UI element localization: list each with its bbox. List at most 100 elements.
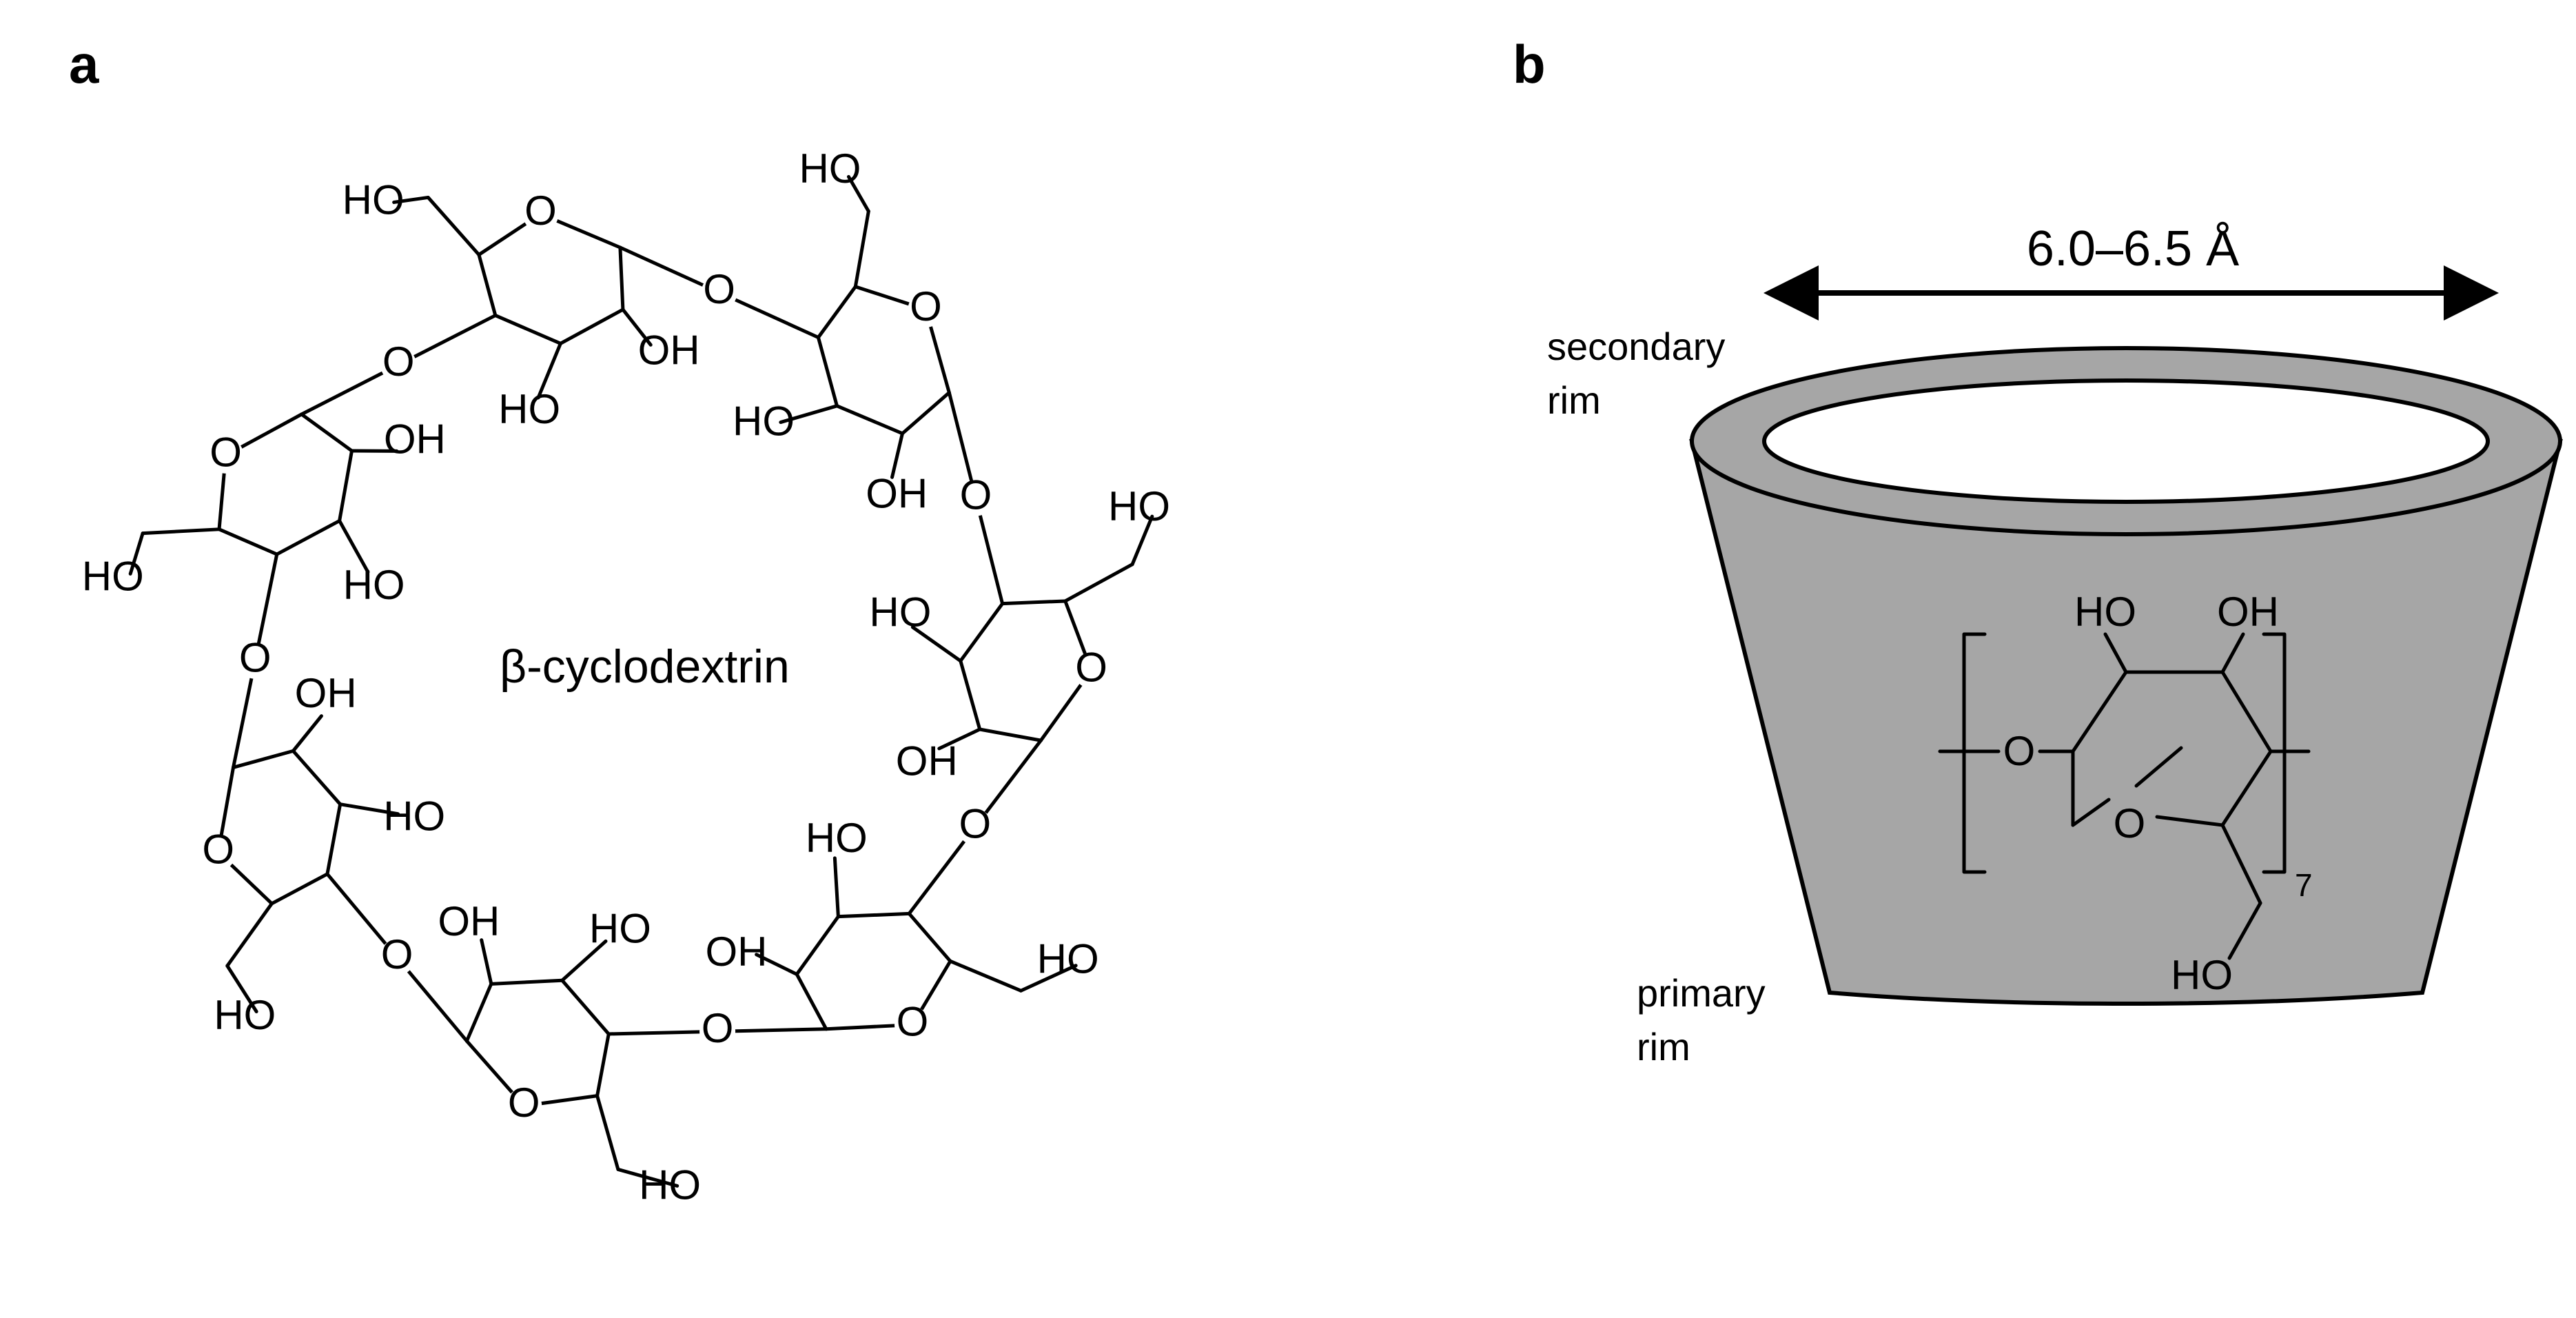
hydroxyl-label: HO — [639, 1162, 701, 1208]
ring-oxygen: O — [1075, 644, 1107, 690]
primary-rim-label-line2: rim — [1637, 1025, 1690, 1068]
substituent-bond — [338, 519, 370, 574]
substituent-bond — [480, 938, 493, 986]
glucose-repeat-unit: HO OH O O HO 7 — [1938, 589, 2313, 998]
atom-mask — [522, 196, 559, 232]
ring-bond-bold — [795, 915, 840, 976]
glycosidic-bond — [973, 738, 1043, 829]
substituent-bond — [560, 939, 608, 982]
atom-mask — [506, 1088, 542, 1124]
ring-oxygen: O — [209, 429, 242, 476]
ch2oh-bond — [128, 531, 145, 576]
substituent-bond — [141, 527, 221, 536]
cone-cavity — [1762, 378, 2490, 504]
ring-oxygen: O — [524, 187, 557, 234]
repeat-unit-oh: OH — [2217, 589, 2279, 635]
substituent-bond — [910, 625, 963, 663]
ring-bond-bold — [489, 978, 564, 986]
atom-mask — [957, 809, 993, 845]
ch2oh-bond — [1019, 964, 1078, 993]
hydroxyl-label: HO — [343, 562, 405, 608]
ring-bond-bold — [338, 449, 354, 523]
ring-oxygen: O — [202, 827, 234, 873]
atom-mask — [957, 480, 994, 516]
substituent-bond — [937, 727, 982, 751]
hydroxyl-label: HO — [498, 386, 560, 432]
glycosidic-bond — [300, 363, 400, 416]
hydroxyl-label: OH — [896, 738, 958, 784]
ring-bond — [816, 285, 857, 339]
substituent-bond — [225, 902, 274, 968]
ch2oh-bond — [2227, 901, 2262, 960]
molecule-name: β-cyclodextrin — [500, 640, 790, 693]
glycosidic-bond — [232, 659, 257, 769]
ring-bond — [1001, 599, 1067, 606]
ring-bond — [269, 872, 329, 906]
glycosidic-oxygen: O — [381, 931, 413, 977]
ring-bond-bold — [558, 307, 625, 345]
ring-oxygen: O — [508, 1079, 540, 1126]
repeat-unit-ring-oxygen: O — [2114, 800, 2146, 846]
hydroxyl-label: HO — [343, 176, 405, 223]
ring-bond — [2071, 798, 2111, 827]
atom-mask — [379, 940, 416, 976]
ring-bond — [217, 527, 279, 556]
ring-bond-bold — [291, 749, 343, 807]
substituent-bond — [755, 953, 799, 976]
ch2oh-bond — [616, 1167, 679, 1188]
repeat-unit-ch2oh: HO — [2171, 952, 2233, 998]
ring-bond-bold — [959, 602, 1005, 663]
ring-oxygen: O — [910, 283, 942, 330]
ch2-bond — [2220, 823, 2262, 905]
hydroxyl-label: HO — [1108, 483, 1170, 529]
substituent-bond — [536, 341, 562, 400]
width-label: 6.0–6.5 Å — [2027, 221, 2239, 276]
glycosidic-bond — [618, 245, 722, 294]
ring-oxygen: O — [897, 998, 929, 1044]
glycosidic-oxygen: O — [702, 1005, 734, 1051]
panel-a-letter: a — [69, 34, 99, 94]
glycosidic-bond — [395, 955, 469, 1043]
ring-bond — [2134, 746, 2183, 788]
atom-mask — [207, 437, 244, 474]
atom-mask — [237, 642, 274, 679]
glycosidic-oxygen: O — [239, 635, 272, 681]
oh-bond — [2220, 632, 2245, 674]
ring-bond — [2220, 670, 2273, 753]
hydroxyl-label: HO — [869, 589, 931, 635]
substituent-bond — [595, 1094, 620, 1171]
glycosidic-bond — [253, 552, 279, 663]
ring-bond-bold — [325, 802, 343, 876]
ring-bond — [2071, 670, 2128, 753]
glycosidic-bond — [717, 290, 820, 339]
hydroxyl-label: HO — [799, 145, 861, 192]
glycosidic-bond — [974, 496, 1005, 606]
hydroxyl-label: OH — [705, 929, 767, 975]
ch2oh-bond — [392, 195, 430, 204]
panel-b-letter: b — [1513, 34, 1546, 94]
glycosidic-bond — [606, 1029, 719, 1036]
substituent-bond — [853, 209, 870, 289]
ring-bond — [2155, 815, 2225, 827]
glycosidic-bond — [947, 391, 978, 500]
ring-bond — [232, 749, 295, 769]
ring-bond-bold — [959, 659, 982, 731]
secondary-rim-label-line2: rim — [1547, 378, 1601, 422]
panel-b: b 6.0–6.5 Å secondary rim primary rim — [1513, 34, 2563, 1068]
panel-a: a β-cyclodextrin O O OH HO HO O O OH HO HO O O OH HO H… — [69, 34, 1170, 1208]
atom-mask — [908, 291, 944, 327]
atom-mask — [701, 274, 737, 311]
glycosidic-oxygen: O — [382, 338, 415, 385]
atom-mask — [380, 347, 417, 383]
ring-bond — [595, 1032, 611, 1098]
cone-body — [1689, 439, 2563, 1006]
hydroxyl-label: OH — [438, 898, 500, 944]
ring-bond-bold — [560, 978, 611, 1036]
repeat-subscript: 7 — [2295, 867, 2313, 903]
ch2oh-bond — [846, 174, 870, 213]
glycosidic-bond — [907, 825, 977, 915]
hydroxyl-label: OH — [638, 327, 700, 374]
substituent-bond — [779, 404, 839, 425]
